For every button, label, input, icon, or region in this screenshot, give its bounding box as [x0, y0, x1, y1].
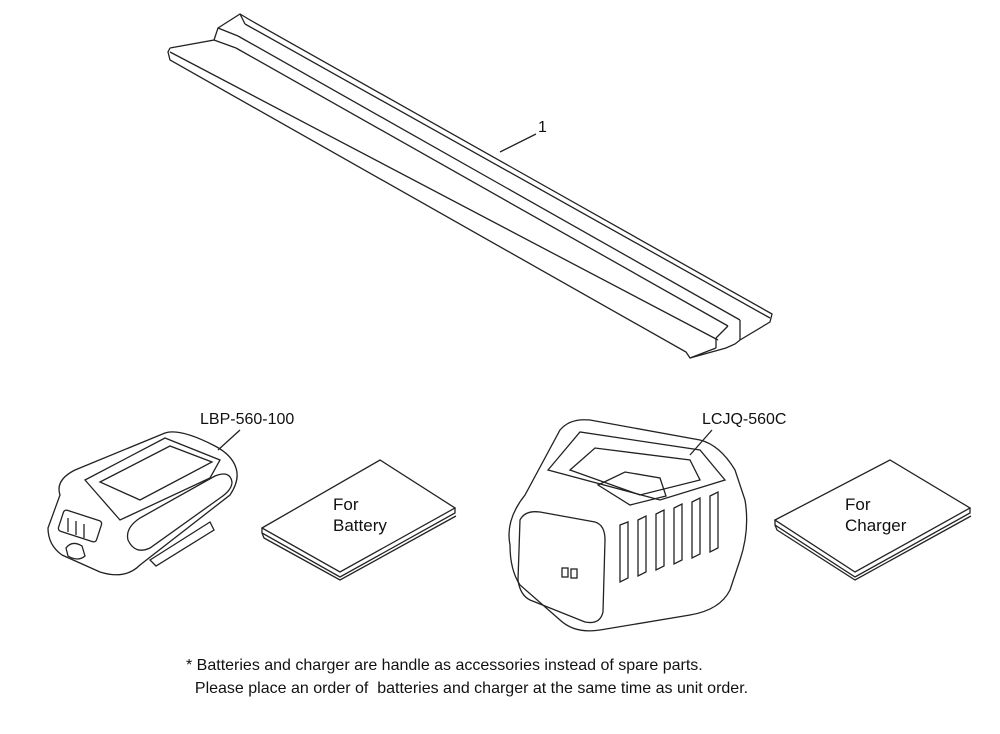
- charger-manual-label: For Charger: [845, 494, 906, 536]
- battery-callout: LBP-560-100: [200, 411, 295, 428]
- battery-manual-line1: For: [333, 495, 359, 514]
- note-line-1: * Batteries and charger are handle as ac…: [186, 657, 703, 674]
- note-line-2: Please place an order of batteries and c…: [186, 680, 749, 697]
- rail-callout: 1: [538, 119, 547, 136]
- charger-manual-drawing: [773, 459, 972, 581]
- battery-manual-drawing: [260, 459, 457, 581]
- battery-manual-line2: Battery: [333, 516, 387, 535]
- charger-callout: LCJQ-560C: [702, 411, 787, 428]
- charger-drawing: [508, 419, 748, 632]
- rail-drawing: [167, 13, 773, 359]
- battery-manual-label: For Battery: [333, 494, 387, 536]
- battery-drawing: [47, 429, 241, 576]
- charger-manual-line2: Charger: [845, 516, 907, 535]
- charger-manual-line1: For: [845, 495, 871, 514]
